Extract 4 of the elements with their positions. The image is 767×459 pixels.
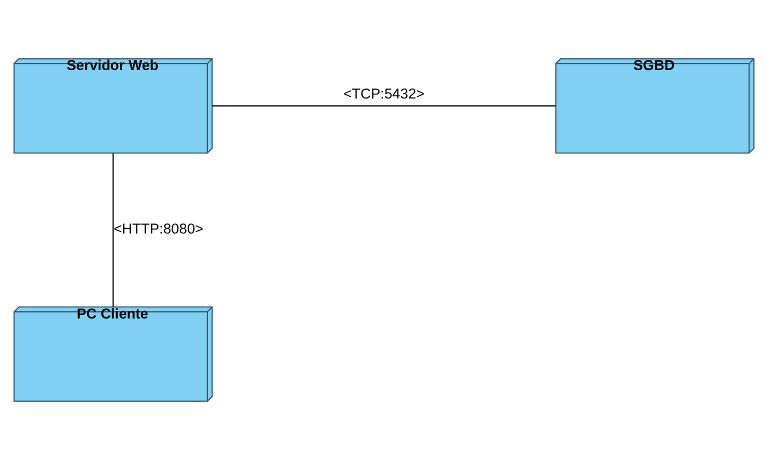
connector bbox=[212, 104, 556, 106]
edge-label: <HTTP:8080> bbox=[113, 221, 203, 238]
connector bbox=[112, 152, 114, 306]
edge-label: <TCP:5432> bbox=[342, 86, 424, 102]
